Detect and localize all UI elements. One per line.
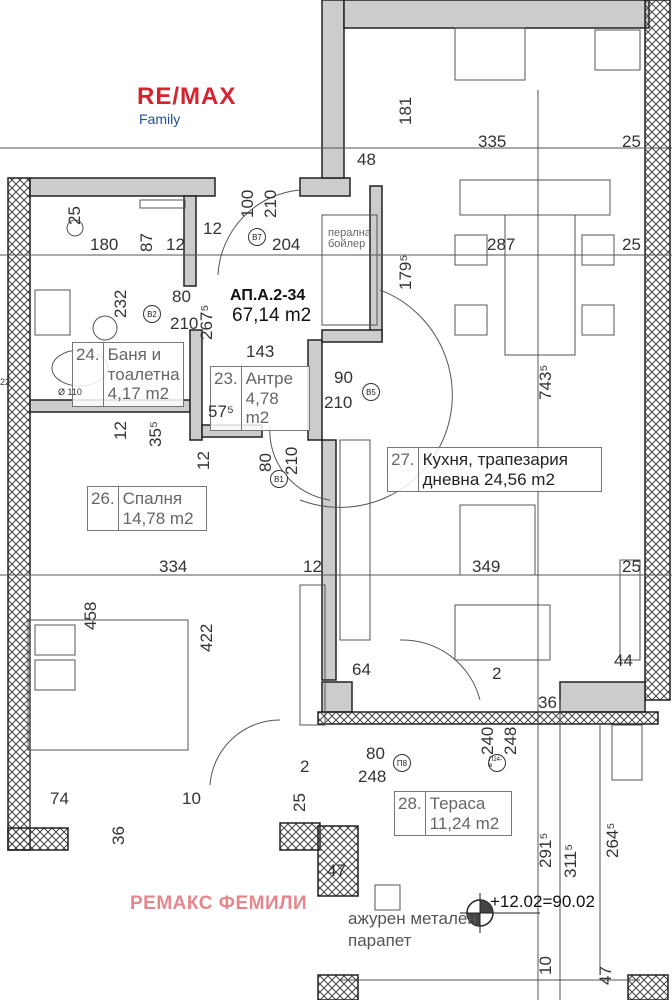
dimension: 210	[170, 314, 199, 333]
dimension: 422	[197, 623, 216, 652]
apartment-area: 67,14 m2	[232, 305, 312, 326]
dimension: 240	[478, 726, 497, 755]
dimension: 12	[166, 235, 185, 254]
dimension: 181	[396, 96, 415, 125]
door-tag: B2	[143, 305, 161, 323]
dimension: 100	[238, 189, 257, 218]
watermark: РЕМАКС ФЕМИЛИ	[130, 893, 308, 914]
dimension: 90	[334, 368, 353, 387]
dimension: 80	[366, 744, 385, 763]
dimension: 334	[159, 557, 188, 576]
remax-logo: RE/MAX Family	[137, 83, 237, 127]
dimension: 25	[65, 206, 84, 225]
dimension: 210	[324, 393, 353, 412]
dimension: 349	[472, 557, 501, 576]
dimension: 287	[487, 235, 516, 254]
dimension: 44	[614, 651, 633, 670]
dimension: 248	[358, 767, 387, 786]
dimension: 291⁵	[536, 832, 555, 868]
dimension: 48	[357, 150, 376, 169]
dimension: 232	[111, 289, 130, 318]
dimension: 25	[290, 793, 309, 812]
dimension: 12	[203, 219, 222, 238]
dimension: 35⁵	[146, 421, 165, 447]
dimension: 36	[109, 826, 128, 845]
dimension: 311⁵	[561, 843, 580, 878]
dimension: 25	[622, 235, 641, 254]
door-tag: B1	[270, 470, 288, 488]
dimension: 10	[536, 956, 555, 975]
dimension: 743⁵	[536, 364, 555, 400]
dimension: 335	[478, 132, 507, 151]
room-kitchen-living: 27. Кухня, трапезария дневна 24,56 m2	[387, 447, 602, 493]
dimension: 36	[538, 693, 557, 712]
pipe-label: Ø 110	[58, 387, 82, 397]
dimension: 204	[272, 235, 301, 254]
dimension: 10	[182, 789, 201, 808]
dimension: 57⁵	[208, 402, 234, 421]
dimension: 458	[81, 601, 100, 630]
level-mark: +12.02=90.02	[490, 892, 595, 911]
dimension: 143	[246, 342, 275, 361]
dimension: 2	[492, 664, 502, 683]
door-tag: П8	[393, 754, 411, 772]
laundry-label: перална бойлер	[328, 227, 371, 250]
dimension: 74	[50, 789, 69, 808]
door-tag: B7	[248, 228, 266, 246]
dimension: 267⁵	[197, 304, 216, 340]
dimension: 80	[172, 287, 191, 306]
dimension: 47	[596, 966, 615, 985]
dimension: 25	[622, 132, 641, 151]
dimension: 12	[303, 557, 322, 576]
dimension: 64	[352, 660, 371, 679]
dimension: 47	[327, 861, 346, 880]
dimension: 80	[256, 453, 275, 472]
dimension: 12	[194, 451, 213, 470]
door-tag: B5	[362, 383, 380, 401]
dimension: 2	[300, 757, 310, 776]
dimension: 248	[501, 726, 520, 755]
dimension: 87	[137, 233, 156, 252]
dimension: 264⁵	[603, 822, 622, 858]
dimension: 179⁵	[396, 254, 415, 290]
dimension: 180	[90, 235, 119, 254]
railing-label: ажурен метален парапет	[348, 909, 477, 951]
dimension: 12	[111, 421, 130, 440]
apartment-code: АП.А.2-34	[230, 287, 306, 304]
door-tag: П24-в	[488, 754, 506, 772]
dimension: 25	[622, 557, 641, 576]
dimension: 210	[282, 446, 301, 475]
dimension: 210	[261, 189, 280, 218]
pipe-number: 22	[0, 377, 11, 387]
